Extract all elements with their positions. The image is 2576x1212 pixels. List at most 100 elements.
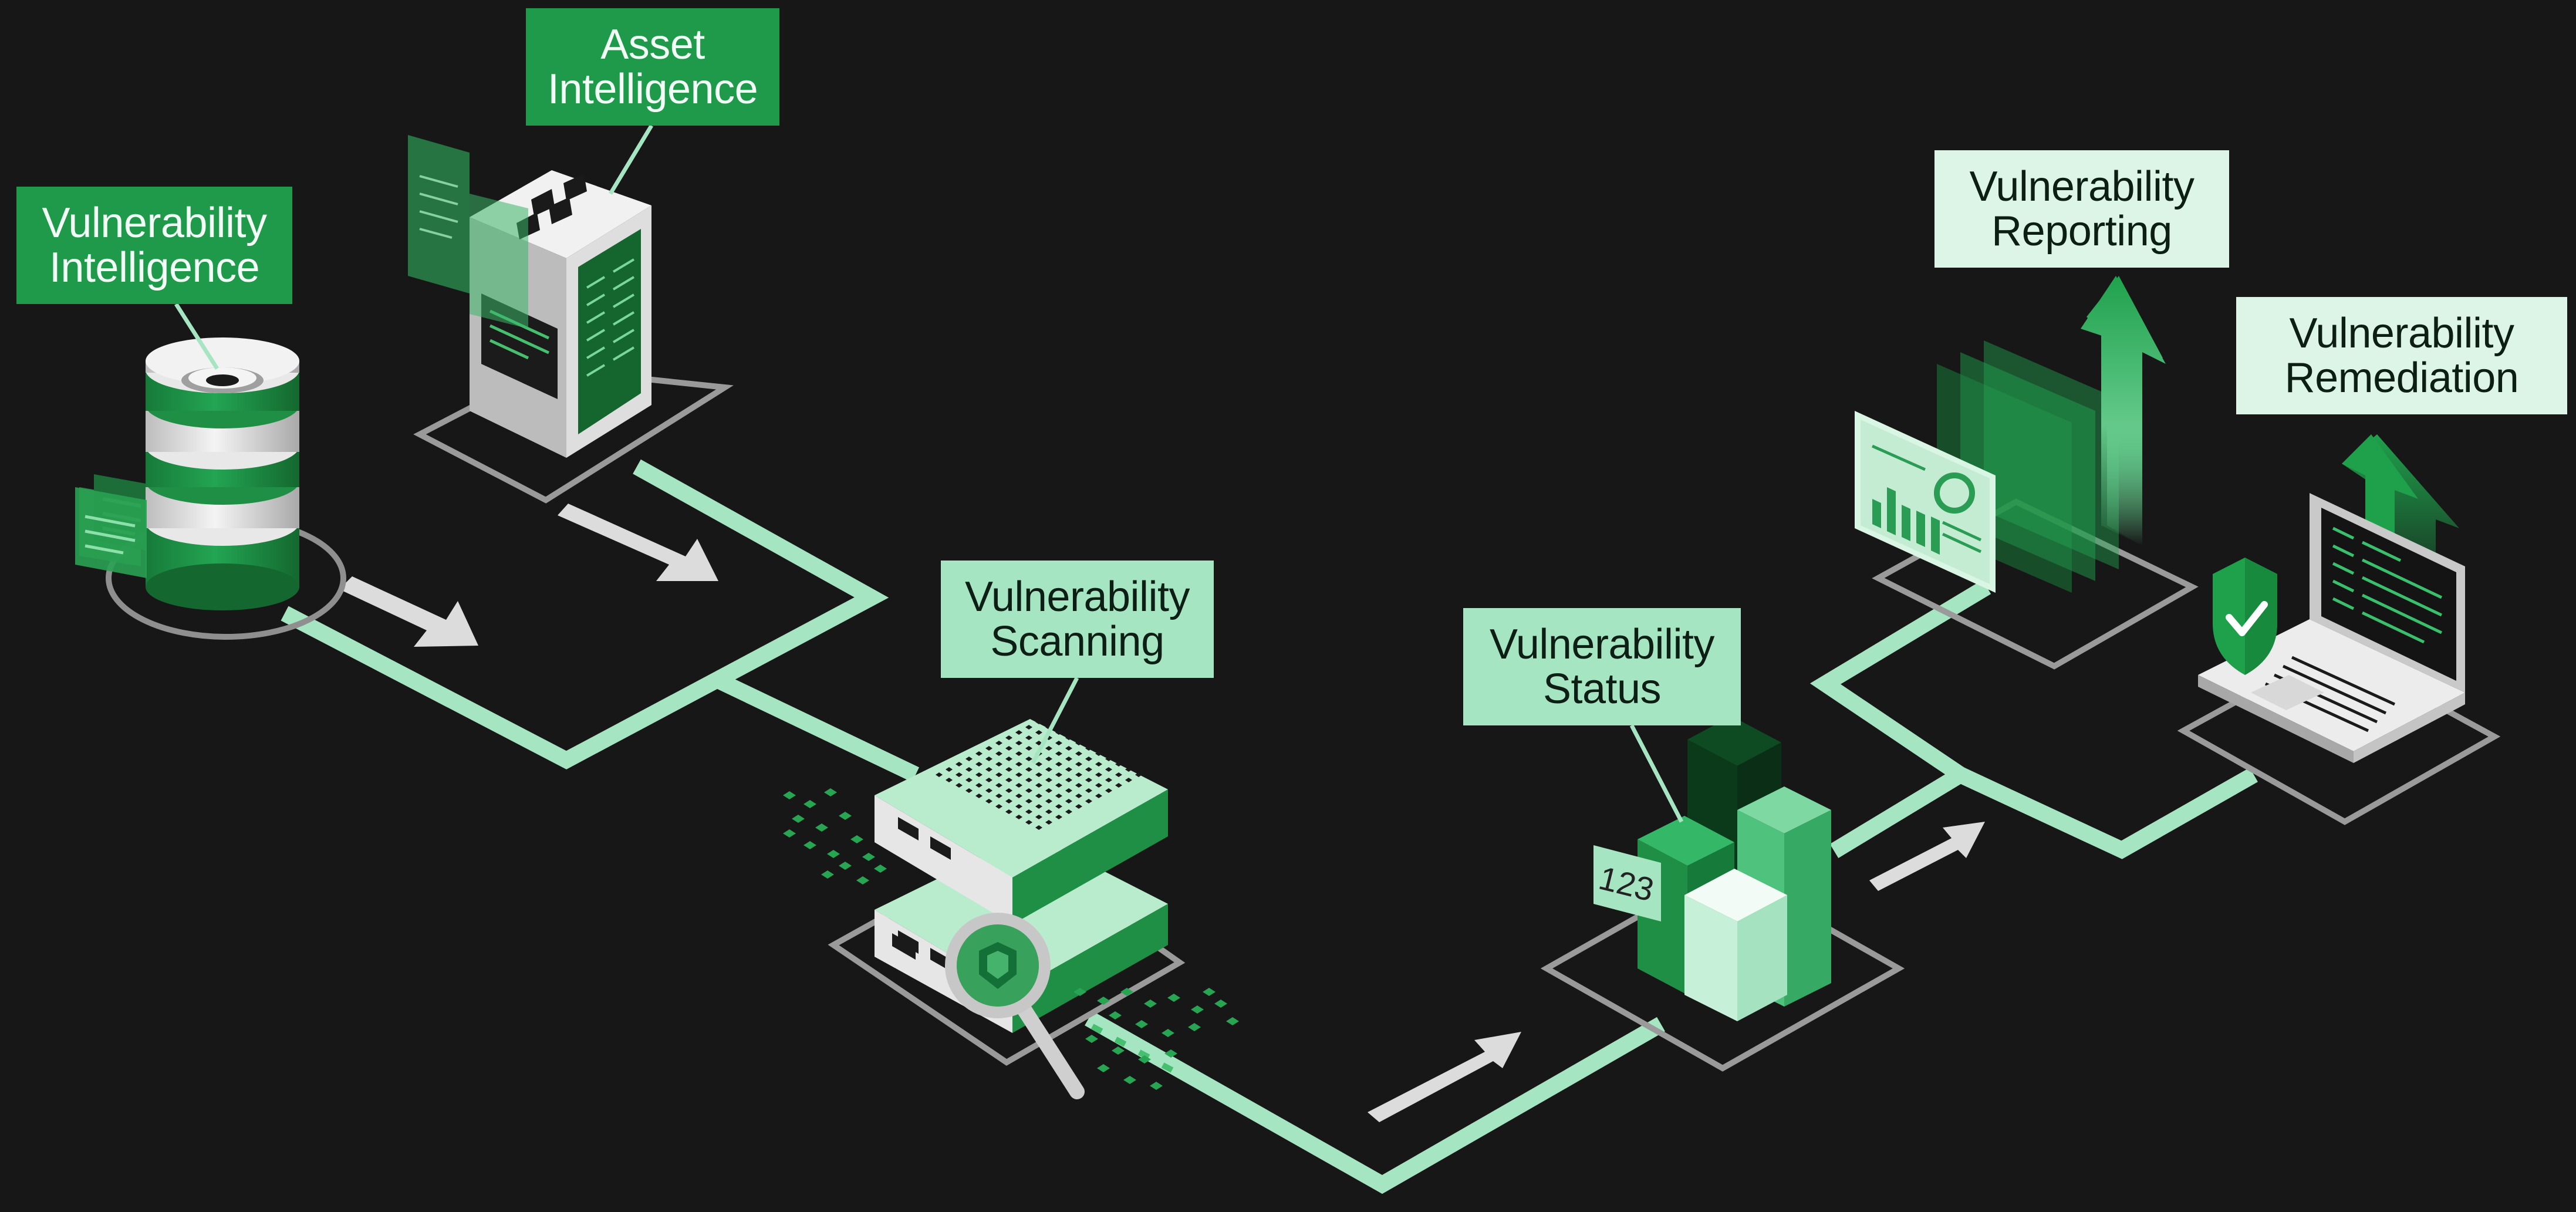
particle [1025, 820, 1032, 825]
scanner-server-icon [828, 719, 1186, 1066]
connector-line [609, 124, 653, 195]
particle [975, 751, 983, 756]
particle [1015, 741, 1022, 745]
particle [1150, 1082, 1163, 1090]
particle [965, 778, 973, 782]
particle [1164, 1049, 1177, 1058]
particle [1214, 1000, 1227, 1008]
particle [1055, 772, 1062, 777]
particle [1073, 988, 1086, 996]
particle [1025, 799, 1032, 804]
particle [1035, 762, 1042, 767]
particle [1135, 1020, 1148, 1028]
particle [1035, 794, 1042, 798]
particle [1075, 794, 1082, 798]
particle [783, 791, 796, 799]
particle [1015, 762, 1022, 767]
particle [1055, 815, 1062, 819]
server-tower-icon [408, 135, 734, 504]
particle [862, 853, 875, 861]
label-line-1: Vulnerability [964, 573, 1190, 620]
particle [1085, 788, 1092, 793]
particle [1005, 799, 1012, 804]
particle [1025, 735, 1032, 740]
label-line-1: Vulnerability [1489, 620, 1715, 668]
particle [995, 751, 1002, 756]
particle [956, 762, 963, 767]
flow-path [281, 459, 2258, 1194]
particle [1226, 1017, 1239, 1025]
particle [1105, 757, 1112, 761]
label-vulnerability-intelligence: Vulnerability Intelligence [16, 187, 292, 304]
particle [985, 799, 992, 804]
particle [1045, 788, 1052, 793]
particle [1075, 804, 1082, 809]
particle [985, 746, 992, 751]
label-line-1: Vulnerability [2289, 309, 2514, 357]
particle [1085, 746, 1092, 751]
particle [1203, 988, 1216, 996]
particle [995, 804, 1002, 809]
label-line-2: Intelligence [49, 244, 260, 291]
label-vulnerability-status: Vulnerability Status [1463, 608, 1741, 725]
particle [1065, 746, 1072, 751]
particle [856, 876, 869, 884]
particle [1005, 767, 1012, 772]
up-arrow-icon [2081, 276, 2166, 546]
data-particles [1073, 988, 1239, 1090]
particle [1055, 730, 1062, 735]
bar-chart-icon: 123 [1540, 716, 1905, 1072]
shield-check-icon [2213, 558, 2277, 675]
particle [1015, 730, 1022, 735]
particle [1075, 783, 1082, 788]
particle [1025, 778, 1032, 782]
particle [1005, 809, 1012, 814]
particle [874, 865, 887, 873]
particle [975, 794, 983, 798]
particle [1115, 772, 1122, 777]
particle [1045, 767, 1052, 772]
particle [995, 783, 1002, 788]
particle [1109, 1011, 1122, 1019]
scanner-vent-grid [936, 720, 1142, 830]
particle [1085, 767, 1092, 772]
particle [1105, 767, 1112, 772]
particle [946, 778, 953, 782]
particle [1135, 772, 1142, 777]
particle [1045, 757, 1052, 761]
particle [1112, 1046, 1125, 1055]
particle [995, 762, 1002, 767]
particle [1125, 767, 1132, 772]
label-vulnerability-reporting: Vulnerability Reporting [1934, 150, 2229, 268]
particle [1095, 772, 1102, 777]
particle [1015, 815, 1022, 819]
particle [1055, 794, 1062, 798]
particle [803, 800, 816, 808]
particle [985, 767, 992, 772]
particle [1188, 1023, 1201, 1031]
particle [1075, 741, 1082, 745]
particle [1097, 1064, 1110, 1072]
particle [792, 815, 805, 823]
particle [1105, 778, 1112, 782]
particle [1065, 757, 1072, 761]
particle [1095, 794, 1102, 798]
particle [1085, 778, 1092, 782]
particle [1055, 804, 1062, 809]
particle [783, 829, 796, 838]
particle [1015, 794, 1022, 798]
particle [815, 823, 828, 832]
label-line-1: Vulnerability [1969, 163, 2195, 210]
magnifier-icon [945, 913, 1085, 1099]
particle [1085, 757, 1092, 761]
particle [1025, 725, 1032, 730]
particle [821, 870, 834, 879]
label-line-2: Status [1542, 666, 1662, 713]
particle [1065, 767, 1072, 772]
particle [1065, 778, 1072, 782]
particle [1162, 1029, 1174, 1037]
particle [975, 783, 983, 788]
particle [1045, 746, 1052, 751]
